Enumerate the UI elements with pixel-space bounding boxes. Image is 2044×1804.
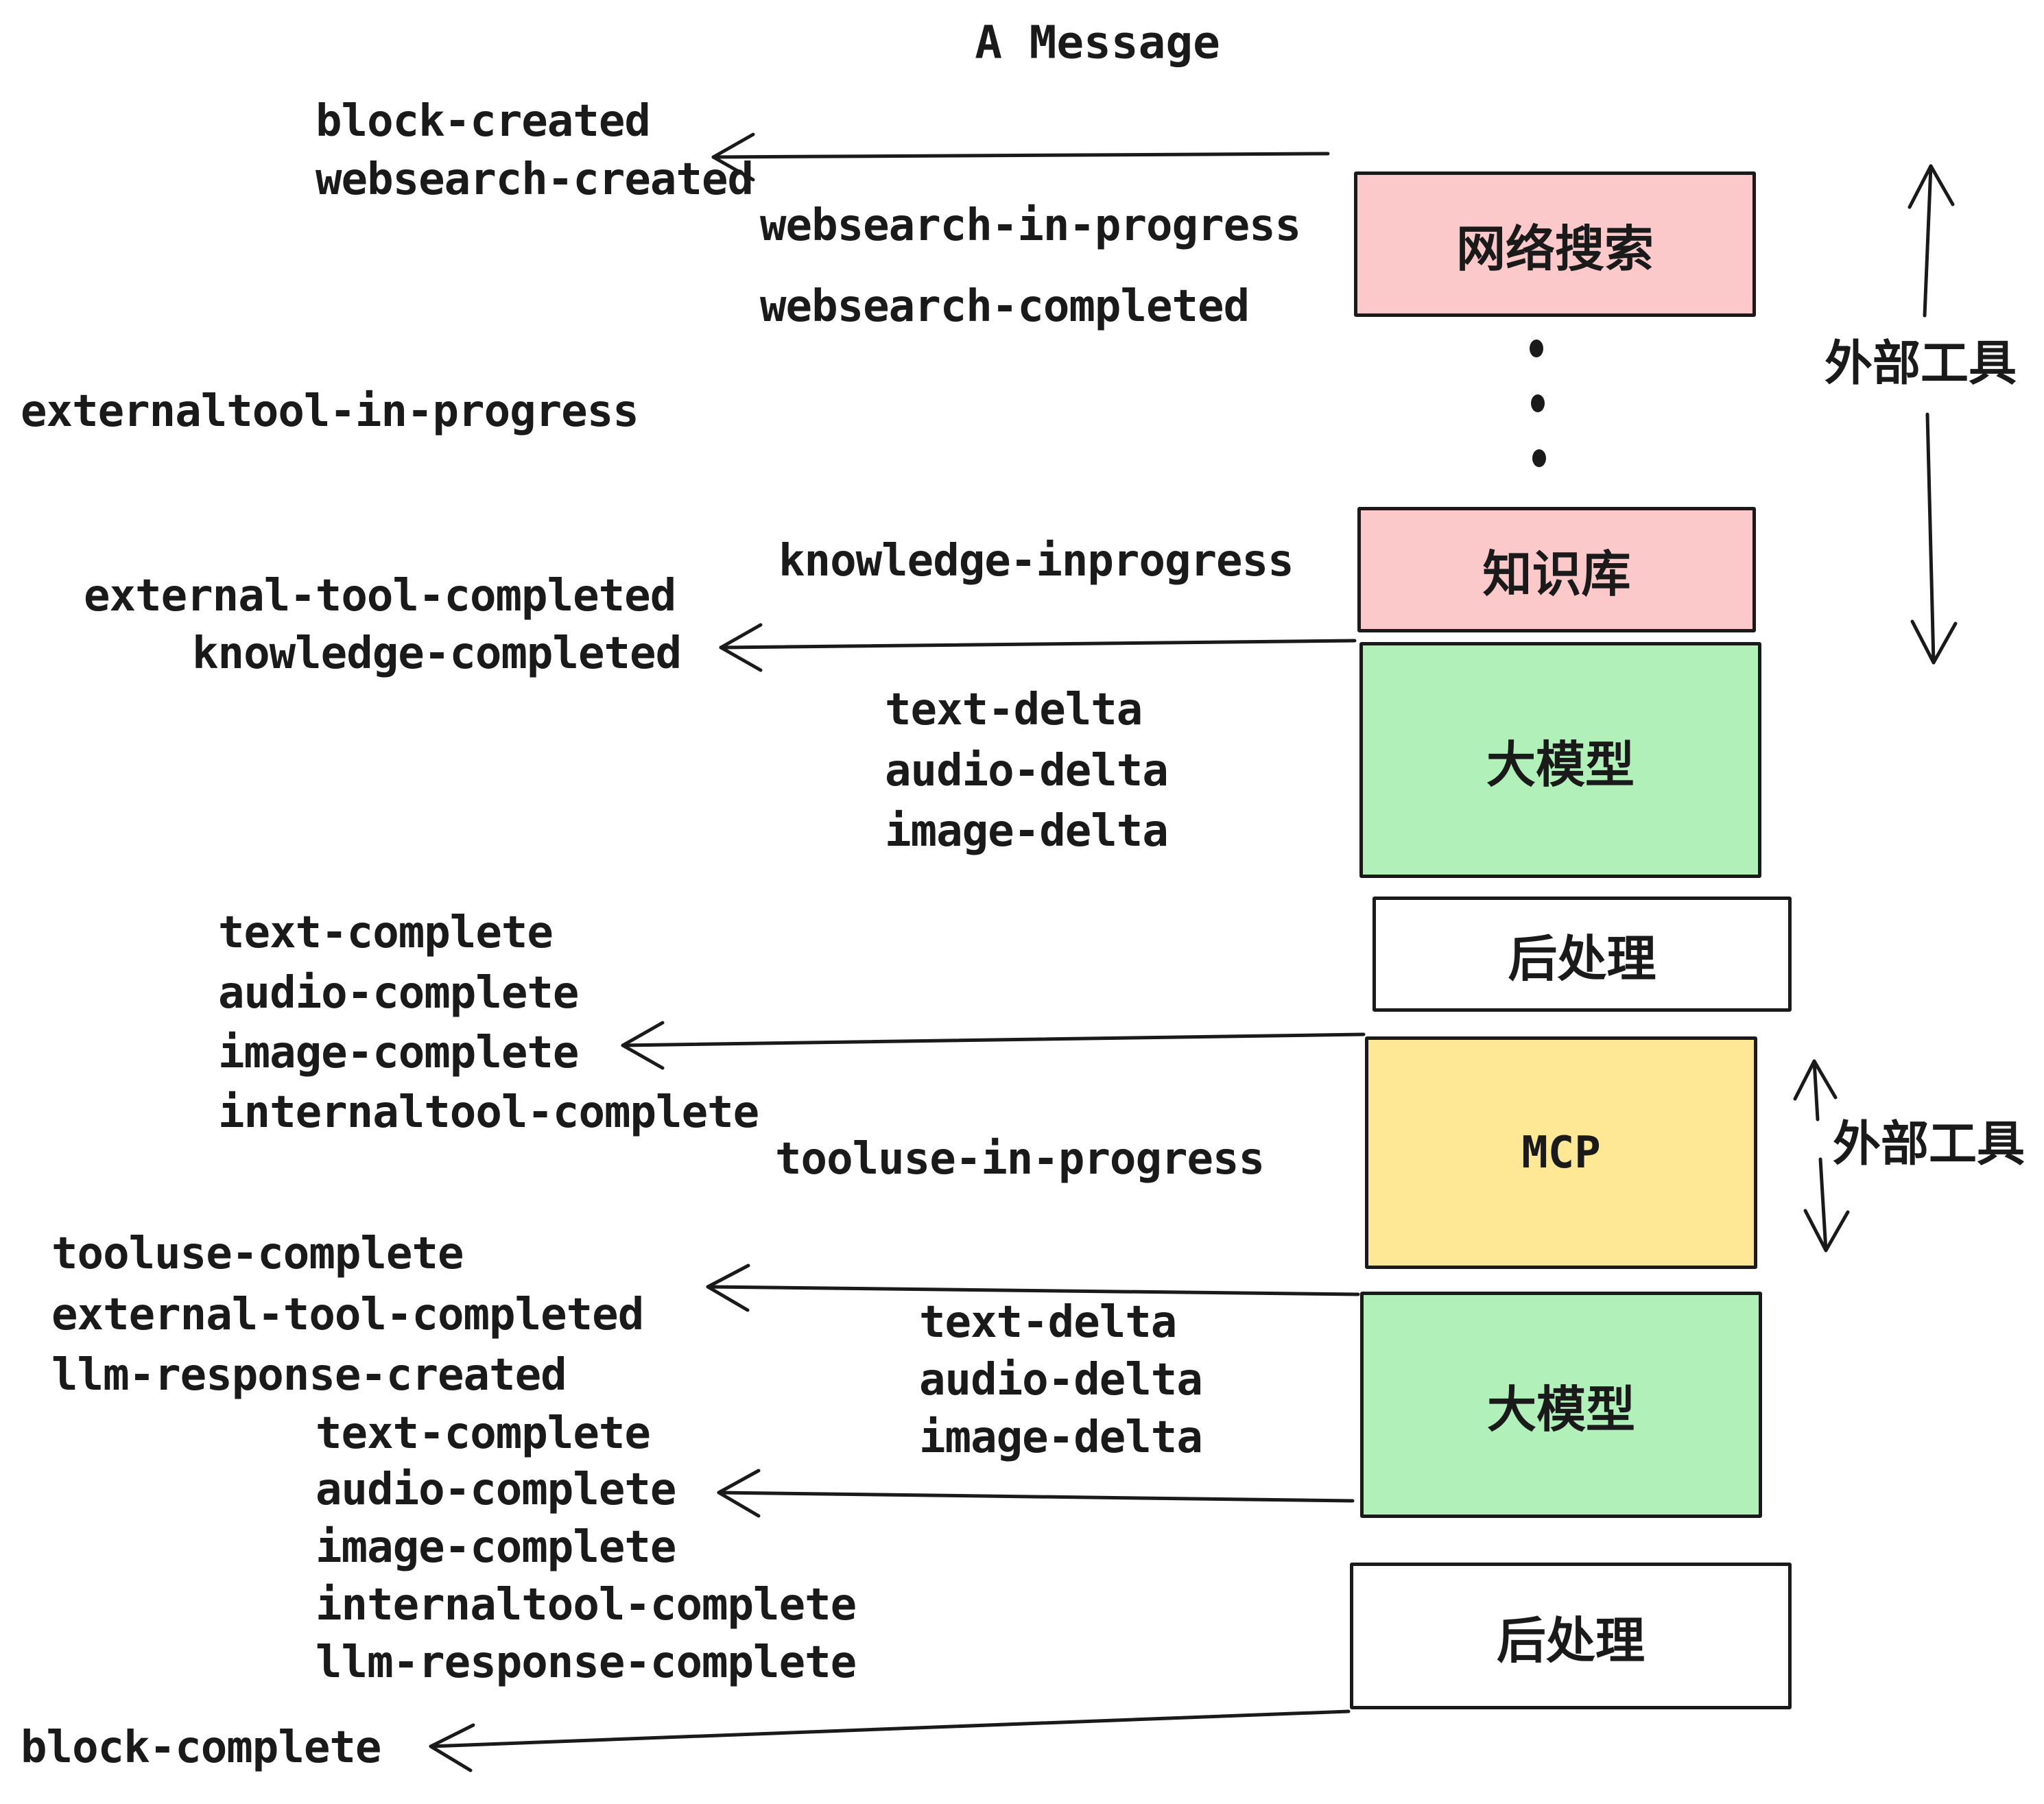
arrow-to-knowledge-completed xyxy=(719,623,1357,672)
arrow-to-internal-complete-group xyxy=(621,1021,1366,1070)
ellipsis-dots xyxy=(1530,340,1546,467)
arrow-to-block-complete xyxy=(429,1709,1351,1772)
arrow-websearch-to-created xyxy=(711,132,1330,182)
arrow-to-complete-group-2 xyxy=(717,1469,1355,1518)
external-tools-span-arrow-top xyxy=(1908,164,1958,665)
external-tools-span-arrow-bottom xyxy=(1793,1059,1850,1253)
arrow-to-tooluse-complete-group xyxy=(706,1263,1360,1312)
